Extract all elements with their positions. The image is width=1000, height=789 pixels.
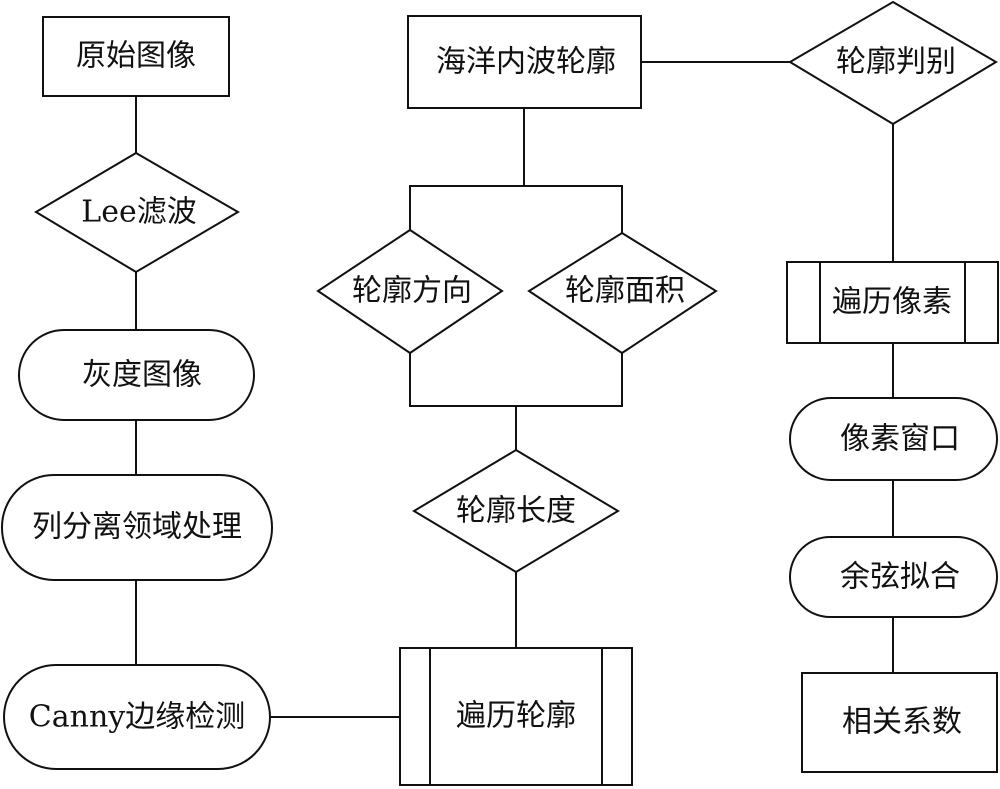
node-label-pixel-window: 像素窗口 <box>840 422 960 457</box>
node-lee-filter: Lee滤波 <box>34 151 240 274</box>
connector-split-bracket <box>409 185 623 233</box>
node-label-correlation-coefficient: 相关系数 <box>842 705 962 740</box>
node-label-traverse-pixels: 遍历像素 <box>832 285 952 320</box>
node-contour-length: 轮廓长度 <box>412 448 620 574</box>
connectors <box>135 61 894 718</box>
node-label-contour-judgment: 轮廓判别 <box>836 45 956 80</box>
node-traverse-contour: 遍历轮廓 <box>399 647 633 786</box>
node-label-column-separation: 列分离领域处理 <box>32 510 242 545</box>
node-label-lee-filter: Lee滤波 <box>81 195 196 230</box>
node-contour-area: 轮廓面积 <box>527 231 718 355</box>
node-column-separation: 列分离领域处理 <box>1 474 273 581</box>
node-label-internal-wave-contour: 海洋内波轮廓 <box>436 45 616 80</box>
node-label-original-image: 原始图像 <box>76 39 196 74</box>
connector-merge-bracket <box>409 353 623 407</box>
node-cosine-fitting: 余弦拟合 <box>789 536 998 618</box>
node-canny-edge: Canny边缘检测 <box>3 664 271 770</box>
node-original-image: 原始图像 <box>42 16 230 97</box>
node-label-canny-edge: Canny边缘检测 <box>29 700 245 735</box>
node-label-contour-area: 轮廓面积 <box>565 274 685 309</box>
node-label-cosine-fitting: 余弦拟合 <box>840 560 960 595</box>
node-gray-image: 灰度图像 <box>18 329 255 421</box>
node-internal-wave-contour: 海洋内波轮廓 <box>407 15 642 109</box>
node-correlation-coefficient: 相关系数 <box>801 672 998 773</box>
node-label-contour-direction: 轮廓方向 <box>352 274 472 309</box>
node-contour-judgment: 轮廓判别 <box>788 0 998 126</box>
node-label-traverse-contour: 遍历轮廓 <box>456 699 576 734</box>
node-label-contour-length: 轮廓长度 <box>456 494 576 529</box>
node-contour-direction: 轮廓方向 <box>316 228 504 355</box>
node-label-gray-image: 灰度图像 <box>82 358 202 393</box>
node-traverse-pixels: 遍历像素 <box>786 261 999 344</box>
node-pixel-window: 像素窗口 <box>789 397 998 481</box>
